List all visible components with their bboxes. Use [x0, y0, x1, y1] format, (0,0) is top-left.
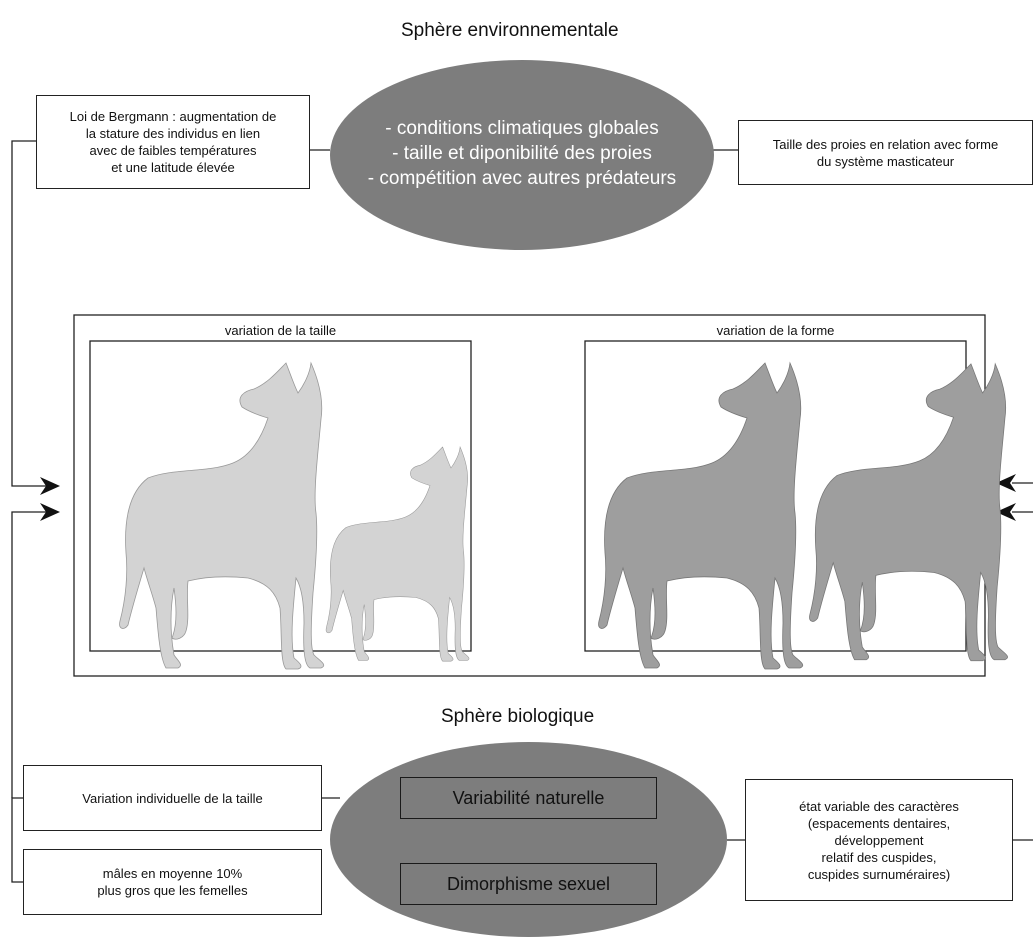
bergmann-box: Loi de Bergmann : augmentation de la sta…: [36, 95, 310, 189]
env-factor-prey: - taille et diponibilité des proies: [392, 143, 652, 164]
environment-factors: - conditions climatiques globales - tail…: [330, 116, 714, 191]
size-variation-label: variation de la taille: [224, 323, 337, 338]
env-factor-climate: - conditions climatiques globales: [385, 118, 659, 139]
arrow-left-1: [40, 477, 60, 495]
biology-title: Sphère biologique: [441, 706, 595, 727]
prey-size-box: Taille des proies en relation avec forme…: [738, 120, 1033, 185]
character-states-box: état variable des caractères (espacement…: [745, 779, 1013, 901]
env-factor-competition: - compétition avec autres prédateurs: [367, 168, 677, 189]
natural-variability-box: Variabilité naturelle: [400, 777, 657, 819]
environment-ellipse: [330, 60, 714, 250]
male-size-box: mâles en moyenne 10% plus gros que les f…: [23, 849, 322, 915]
arrow-left-2: [40, 503, 60, 521]
biology-ellipse: [330, 742, 727, 937]
arrow-right-2: [996, 503, 1016, 521]
shape-variation-label: variation de la forme: [716, 323, 835, 338]
environment-title: Sphère environnementale: [401, 20, 619, 41]
individual-variation-box: Variation individuelle de la taille: [23, 765, 322, 831]
sexual-dimorphism-box: Dimorphisme sexuel: [400, 863, 657, 905]
arrow-right-1: [996, 474, 1016, 492]
